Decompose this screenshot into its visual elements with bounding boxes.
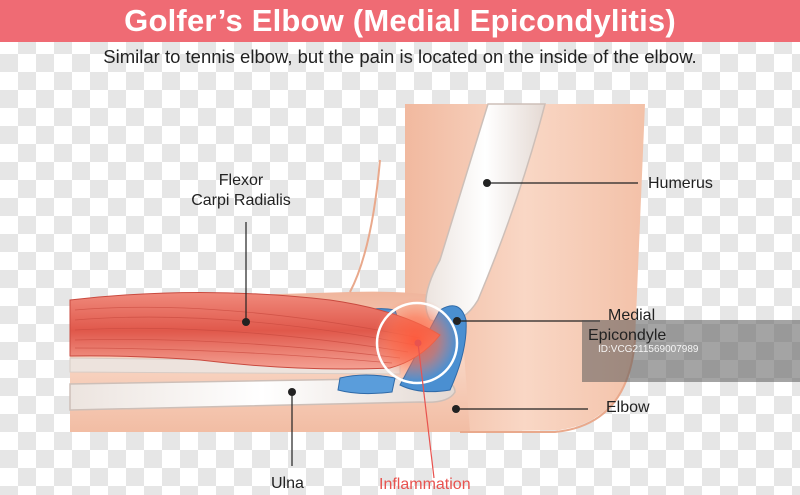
leader-dot (483, 179, 491, 187)
leader-dot (414, 339, 422, 347)
inflammation-ring (375, 301, 459, 385)
label-flexor-line2: Carpi Radialis (191, 192, 291, 209)
humerus-bone (425, 103, 546, 324)
arm-outline (349, 159, 381, 293)
tendon (337, 374, 396, 395)
leader-dot (288, 388, 296, 396)
label-medial-line1: Medial (608, 307, 656, 324)
label-ulna: Ulna (271, 475, 304, 492)
watermark-text: ID:VCG211569007989 (598, 344, 699, 355)
watermark-overlay (582, 320, 800, 382)
label-flexor-line1: Flexor (218, 172, 264, 189)
label-flexor-carpi-radialis: Flexor Carpi Radialis (176, 171, 306, 211)
label-inflammation: Inflammation (379, 476, 471, 493)
leader-dot (242, 318, 250, 326)
label-elbow: Elbow (606, 399, 650, 416)
page-subtitle: Similar to tennis elbow, but the pain is… (103, 46, 697, 67)
label-medial-line2: Epicondyle (588, 327, 667, 344)
leader-dot (453, 317, 461, 325)
label-medial-epicondyle: Medial Epicondyle (588, 306, 666, 346)
label-humerus: Humerus (648, 175, 713, 192)
title-bar: Golfer’s Elbow (Medial Epicondylitis) (0, 0, 800, 42)
leader-dot (452, 405, 460, 413)
page-title: Golfer’s Elbow (Medial Epicondylitis) (124, 3, 676, 38)
inflammation-glow (373, 298, 457, 382)
leader-line-inflammation (417, 342, 435, 479)
